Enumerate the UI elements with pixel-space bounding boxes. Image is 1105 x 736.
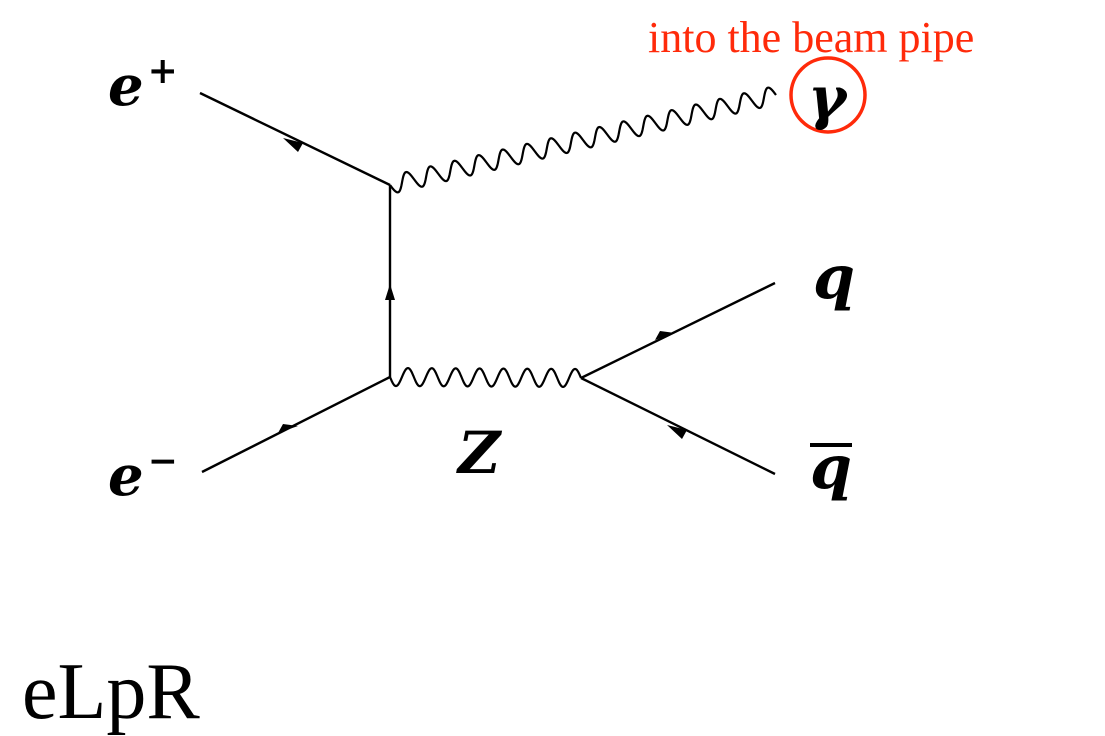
label-e-plus: e+: [108, 50, 178, 119]
propagator-arrow: [385, 284, 395, 300]
positron-arrow: [283, 138, 303, 152]
gamma-highlight-circle: [789, 56, 867, 134]
beam-pipe-annotation: into the beam pipe: [648, 13, 974, 62]
antiquark-arrow: [667, 425, 687, 439]
electron-line: [201, 375, 391, 474]
z-boson-wavy-line: [388, 367, 583, 388]
label-z: Z: [456, 419, 503, 487]
label-quark: q: [813, 243, 855, 313]
quark-line: [580, 281, 776, 380]
label-e-minus: e−: [108, 440, 178, 509]
label-gamma: γ: [808, 64, 849, 132]
electron-arrow: [278, 424, 298, 433]
photon-wavy-line: [389, 86, 777, 194]
quark-arrow: [655, 331, 675, 340]
antiquark-line: [580, 376, 776, 476]
polarisation-caption: eLpR: [22, 648, 200, 736]
positron-line: [199, 91, 391, 187]
